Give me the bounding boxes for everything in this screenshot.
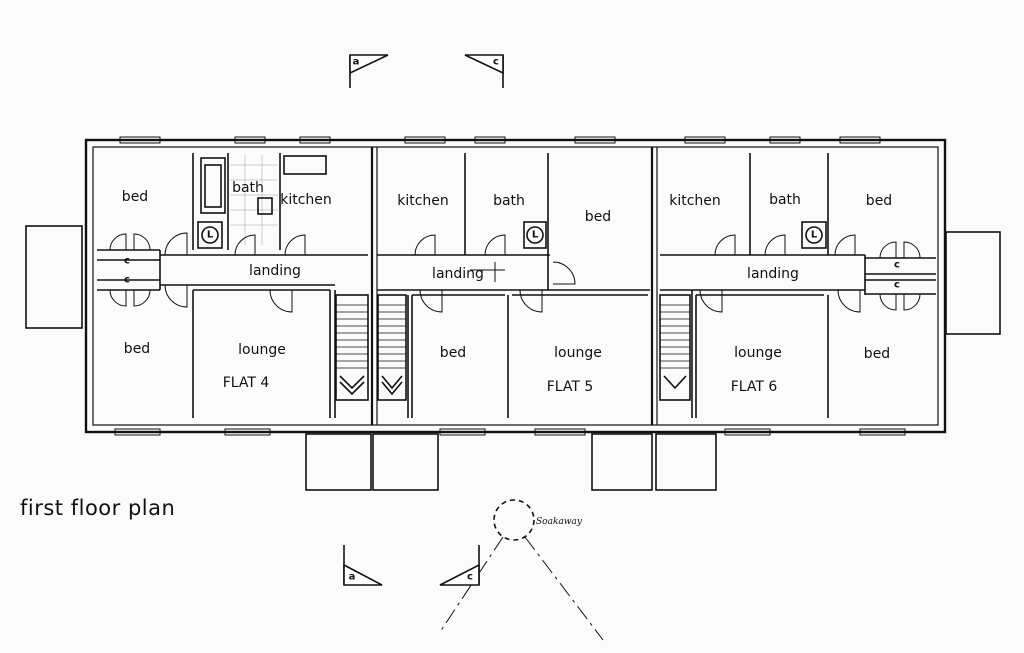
room-label-flat6-bath: bath — [769, 192, 801, 208]
soakaway-label: Soakaway — [536, 517, 582, 527]
canopy-right — [945, 231, 1001, 335]
drawing-title: first floor plan — [20, 496, 176, 520]
wc-fixture-flat5 — [523, 221, 547, 249]
section-mark-a-bottom: a — [348, 571, 356, 583]
canopy-left — [25, 225, 83, 329]
outer-wall — [84, 138, 947, 434]
flat-name-flat4: FLAT 4 — [222, 375, 270, 391]
flat-name-flat5: FLAT 5 — [546, 379, 594, 395]
room-label-flat4-lounge: lounge — [238, 342, 286, 358]
room-label-flat4-bed-bottom: bed — [123, 341, 151, 357]
room-label-flat4-landing: landing — [249, 263, 301, 279]
room-label-flat6-bed-bottom: bed — [863, 346, 891, 362]
room-label-flat6-bed-top: bed — [865, 193, 893, 209]
room-label-flat5-bed-bottom: bed — [439, 345, 467, 361]
wc-symbol-flat4: L — [206, 229, 214, 241]
flat-name-flat6: FLAT 6 — [730, 379, 778, 395]
room-label-flat5-lounge: lounge — [554, 345, 602, 361]
room-label-flat6-landing: landing — [747, 266, 799, 282]
room-label-flat5-landing: landing — [432, 266, 484, 282]
section-mark-c-top: c — [493, 56, 499, 68]
wc-symbol-flat5: L — [531, 229, 539, 241]
cupboard-label-flat4-b: c — [124, 274, 130, 286]
room-label-flat6-lounge: lounge — [734, 345, 782, 361]
room-label-flat6-kitchen: kitchen — [669, 193, 721, 209]
wc-symbol-flat6: L — [810, 229, 818, 241]
room-label-flat4-bed-top: bed — [121, 189, 149, 205]
cupboard-label-flat6-b: c — [894, 279, 900, 291]
section-mark-a-top: a — [352, 56, 360, 68]
room-label-flat5-kitchen: kitchen — [397, 193, 449, 209]
room-label-flat5-bed-top: bed — [584, 209, 612, 225]
soakaway-circle — [493, 499, 535, 541]
section-mark-c-bottom: c — [467, 571, 473, 583]
room-label-flat4-kitchen: kitchen — [280, 192, 332, 208]
wc-fixture-flat4 — [197, 221, 223, 249]
cupboard-label-flat4-a: c — [124, 255, 130, 267]
cupboard-label-flat6-a: c — [894, 259, 900, 271]
wc-fixture-flat6 — [801, 221, 827, 249]
room-label-flat4-bath: bath — [232, 180, 264, 196]
room-label-flat5-bath: bath — [493, 193, 525, 209]
